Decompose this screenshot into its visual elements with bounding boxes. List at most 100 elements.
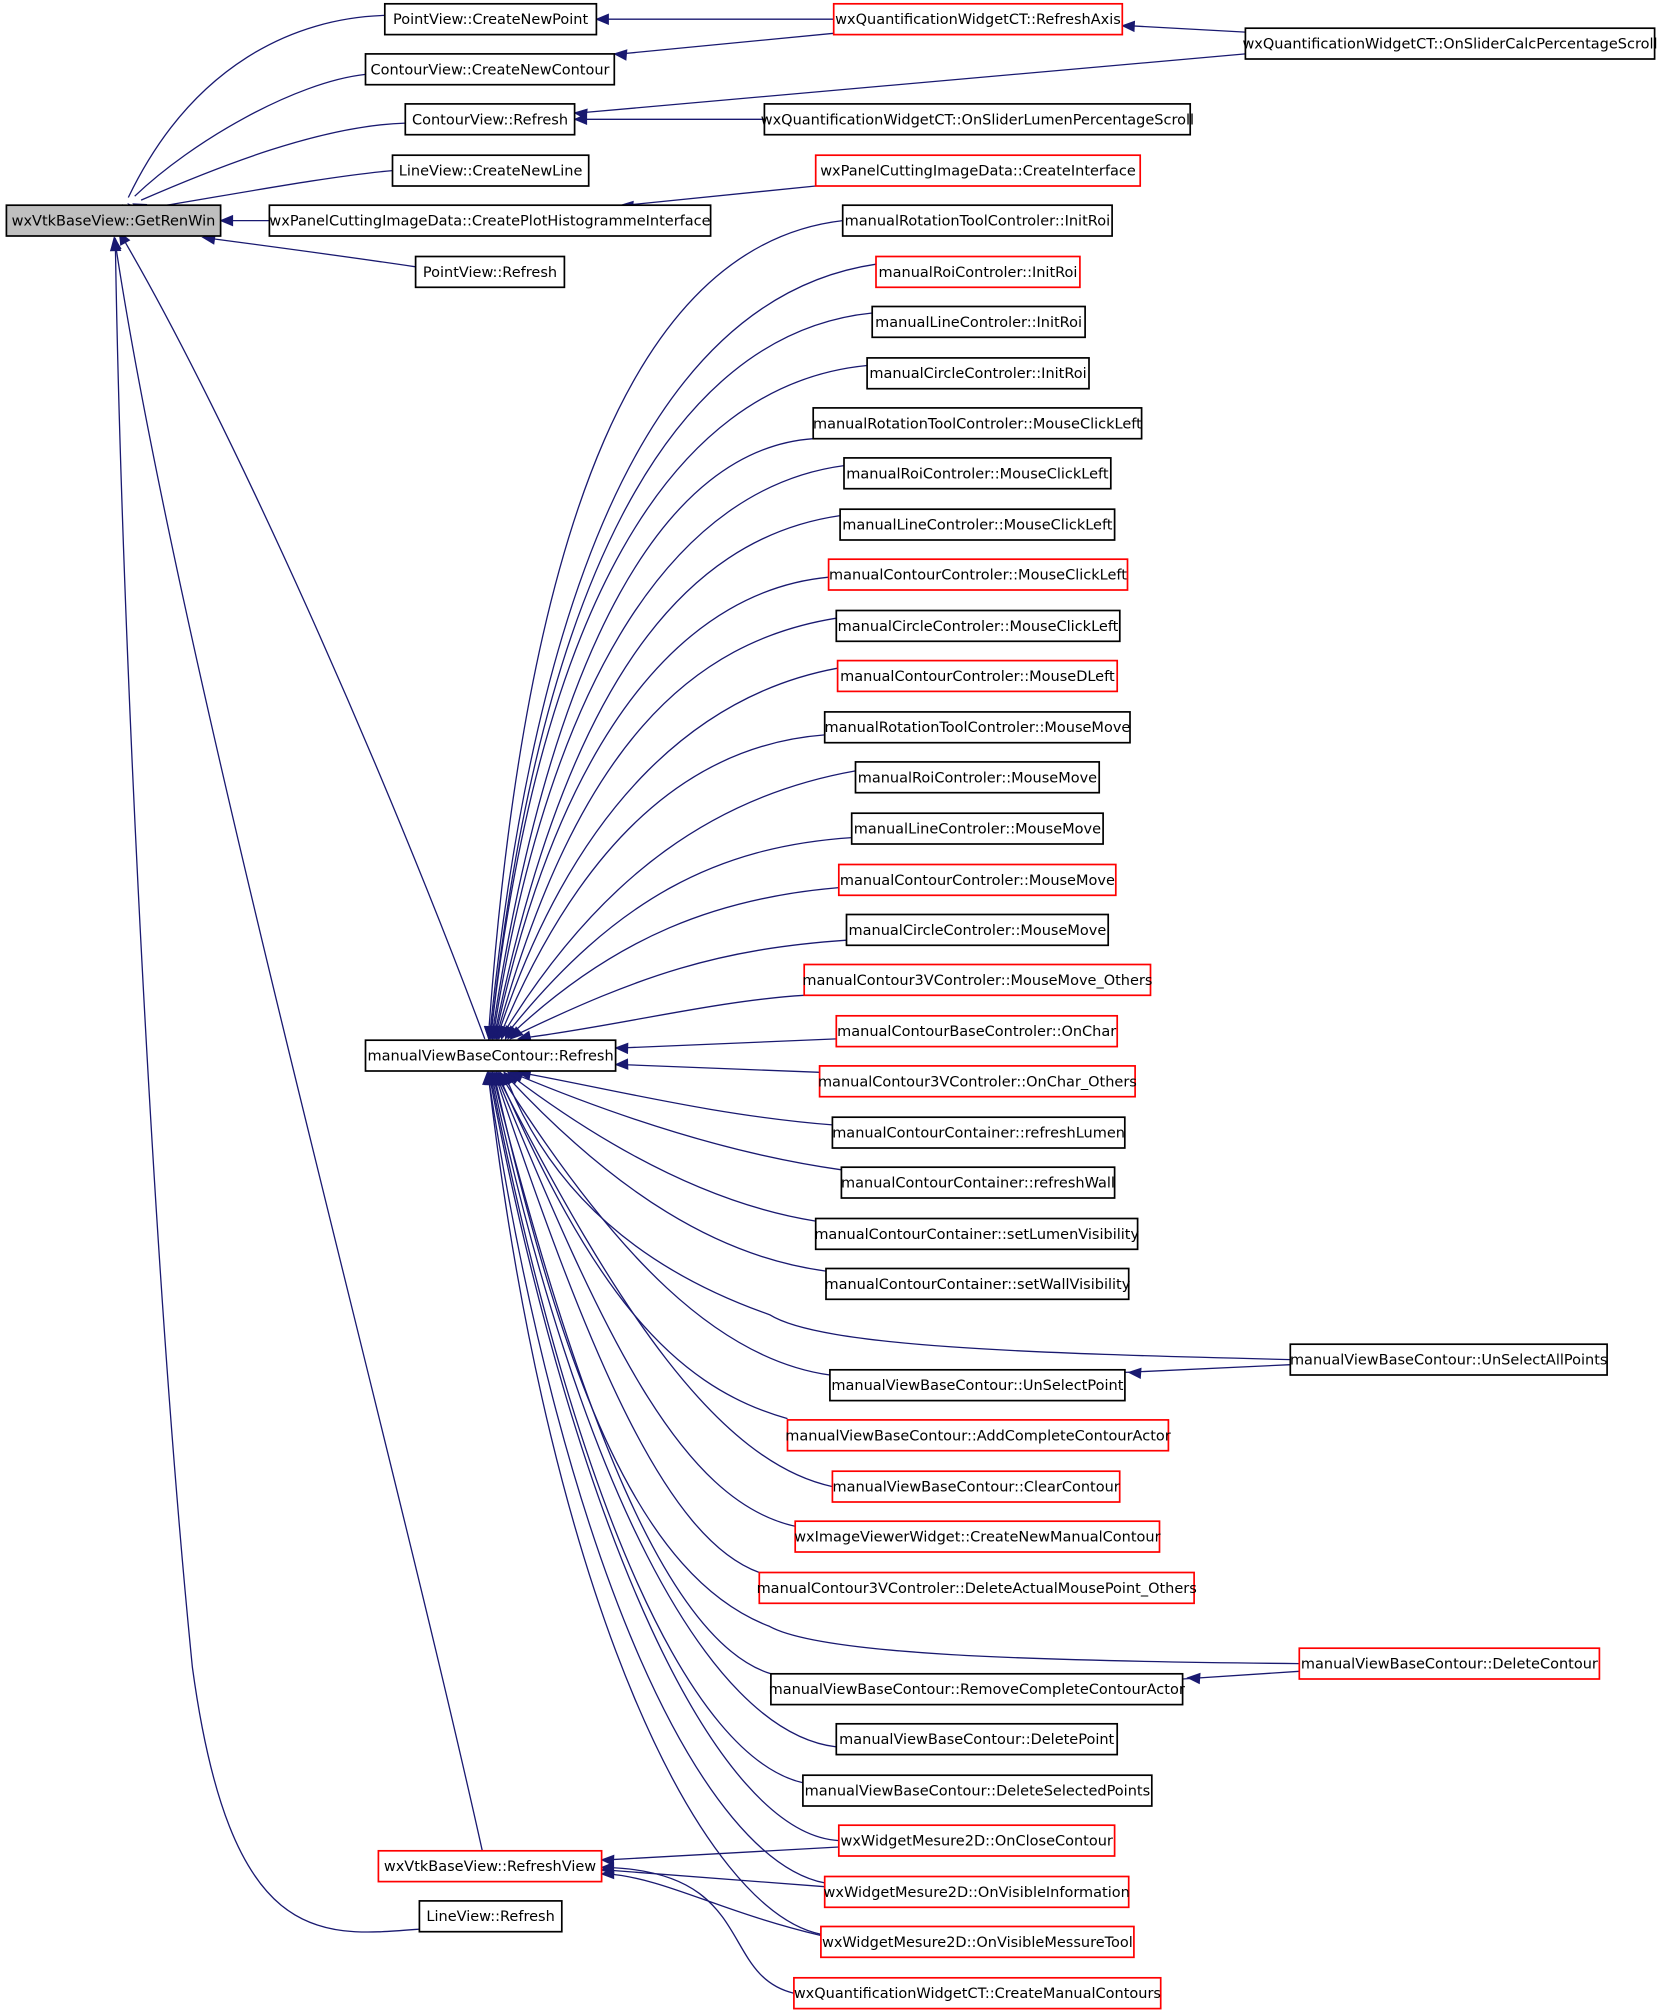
node-mrtc-mm[interactable]: manualRotationToolControler::MouseMove (823, 711, 1131, 744)
node-pv-refresh[interactable]: PointView::Refresh (414, 255, 566, 289)
node-mvbc-deleteselected[interactable]: manualViewBaseContour::DeleteSelectedPoi… (802, 1774, 1153, 1807)
node-box[interactable] (841, 204, 1113, 237)
node-mrtc-initroi[interactable]: manualRotationToolControler::InitRoi (841, 204, 1113, 237)
node-box[interactable] (836, 659, 1119, 693)
node-box[interactable] (832, 2, 1124, 36)
node-box[interactable] (758, 1571, 1195, 1605)
node-mline-mcl[interactable]: manualLineControler::MouseClickLeft (839, 508, 1116, 541)
node-box[interactable] (823, 1875, 1130, 1909)
node-wxwm-onvismesure[interactable]: wxWidgetMesure2D::OnVisibleMessureTool (820, 1925, 1135, 1959)
node-mc3v-dampo[interactable]: manualContour3VControler::DeleteActualMo… (757, 1571, 1197, 1605)
node-box[interactable] (803, 963, 1152, 997)
node-box[interactable] (829, 1368, 1126, 1402)
node-box[interactable] (418, 1900, 563, 1933)
node-box[interactable] (814, 1217, 1139, 1251)
node-wxq-refreshaxis[interactable]: wxQuantificationWidgetCT::RefreshAxis (832, 2, 1124, 36)
node-mcont-mm[interactable]: manualContourControler::MouseMove (837, 863, 1117, 897)
node-mcirc-mm[interactable]: manualCircleControler::MouseMove (845, 913, 1110, 947)
node-box[interactable] (820, 1925, 1135, 1959)
node-box[interactable] (825, 1267, 1130, 1301)
node-box[interactable] (837, 863, 1117, 897)
node-box[interactable] (814, 154, 1142, 187)
node-wxwm-onclosecontour[interactable]: wxWidgetMesure2D::OnCloseContour (837, 1824, 1116, 1857)
node-lv-refresh[interactable]: LineView::Refresh (418, 1900, 563, 1933)
node-box[interactable] (827, 558, 1129, 591)
node-mcc-setlumenvis[interactable]: manualContourContainer::setLumenVisibili… (814, 1217, 1139, 1251)
node-mrtc-mcl[interactable]: manualRotationToolControler::MouseClickL… (812, 407, 1143, 440)
node-cv-refresh[interactable]: ContourView::Refresh (404, 103, 576, 136)
node-lv-createnewline[interactable]: LineView::CreateNewLine (391, 154, 590, 187)
node-box[interactable] (5, 204, 222, 237)
node-mvbc-deletecontour[interactable]: manualViewBaseContour::DeleteContour (1298, 1647, 1601, 1680)
node-mvbc-removecca[interactable]: manualViewBaseContour::RemoveCompleteCon… (769, 1672, 1185, 1706)
node-wxq-onsliderlumen[interactable]: wxQuantificationWidgetCT::OnSliderLumenP… (761, 103, 1194, 136)
node-box[interactable] (875, 255, 1081, 289)
node-mc3v-oco[interactable]: manualContour3VControler::OnChar_Others (818, 1065, 1137, 1098)
node-box[interactable] (871, 305, 1086, 339)
node-mcbc-onchar[interactable]: manualContourBaseControler::OnChar (835, 1014, 1119, 1048)
node-mvbc-unselectallpoints[interactable]: manualViewBaseContour::UnSelectAllPoints (1289, 1343, 1608, 1376)
node-mroi-initroi[interactable]: manualRoiControler::InitRoi (875, 255, 1081, 289)
node-mcirc-mcl[interactable]: manualCircleControler::MouseClickLeft (835, 609, 1121, 643)
node-box[interactable] (812, 407, 1143, 440)
node-box[interactable] (794, 1520, 1161, 1553)
node-box[interactable] (850, 812, 1104, 845)
node-box[interactable] (364, 53, 616, 86)
node-box[interactable] (770, 1672, 1184, 1706)
node-wxq-onslidercalc[interactable]: wxQuantificationWidgetCT::OnSliderCalcPe… (1242, 27, 1658, 60)
node-mline-mm[interactable]: manualLineControler::MouseMove (850, 812, 1104, 845)
node-mroi-mm[interactable]: manualRoiControler::MouseMove (854, 761, 1101, 794)
node-box[interactable] (377, 1849, 603, 1883)
node-box[interactable] (835, 609, 1121, 643)
node-box[interactable] (845, 913, 1110, 947)
node-box[interactable] (837, 1824, 1116, 1857)
node-wxpc-createinterface[interactable]: wxPanelCuttingImageData::CreateInterface (814, 154, 1142, 187)
node-mcont-mcl[interactable]: manualContourControler::MouseClickLeft (827, 558, 1129, 591)
node-box[interactable] (1298, 1647, 1601, 1680)
node-box[interactable] (854, 761, 1101, 794)
node-mcc-setwallvis[interactable]: manualContourContainer::setWallVisibilit… (824, 1267, 1131, 1301)
node-box[interactable] (383, 2, 598, 36)
node-wxpc-createplothist[interactable]: wxPanelCuttingImageData::CreatePlotHisto… (268, 204, 712, 237)
node-box[interactable] (843, 457, 1112, 490)
node-box[interactable] (1244, 27, 1656, 60)
node-box[interactable] (414, 255, 566, 289)
node-box[interactable] (364, 1039, 617, 1072)
node-box[interactable] (831, 1470, 1121, 1503)
node-mline-initroi[interactable]: manualLineControler::InitRoi (871, 305, 1086, 339)
node-mvbc-clearcontour[interactable]: manualViewBaseContour::ClearContour (831, 1470, 1121, 1503)
node-mvbc-unselectpoint[interactable]: manualViewBaseContour::UnSelectPoint (829, 1368, 1126, 1402)
node-box[interactable] (840, 1166, 1116, 1199)
node-box[interactable] (835, 1722, 1119, 1756)
node-box[interactable] (786, 1419, 1170, 1452)
node-mcc-refreshlumen[interactable]: manualContourContainer::refreshLumen (831, 1116, 1126, 1149)
node-box[interactable] (835, 1014, 1119, 1048)
node-root[interactable]: wxVtkBaseView::GetRenWin (5, 204, 222, 237)
node-mc3v-mmo[interactable]: manualContour3VControler::MouseMove_Othe… (802, 963, 1152, 997)
node-mcirc-initroi[interactable]: manualCircleControler::InitRoi (866, 357, 1090, 390)
node-mroi-mcl[interactable]: manualRoiControler::MouseClickLeft (843, 457, 1112, 490)
node-box[interactable] (866, 357, 1090, 390)
node-box[interactable] (802, 1774, 1153, 1807)
node-wxvtk-refreshview[interactable]: wxVtkBaseView::RefreshView (377, 1849, 603, 1883)
node-cv-createnewcontour[interactable]: ContourView::CreateNewContour (364, 53, 616, 86)
node-mcont-mdl[interactable]: manualContourControler::MouseDLeft (836, 659, 1119, 693)
node-box[interactable] (404, 103, 576, 136)
node-mvbc-deletepoint[interactable]: manualViewBaseContour::DeletePoint (835, 1722, 1119, 1756)
node-mvbc-addcca[interactable]: manualViewBaseContour::AddCompleteContou… (785, 1419, 1171, 1452)
node-box[interactable] (793, 1976, 1162, 2010)
node-mvbc-refresh[interactable]: manualViewBaseContour::Refresh (364, 1039, 617, 1072)
node-wxq-createmanual[interactable]: wxQuantificationWidgetCT::CreateManualCo… (793, 1976, 1162, 2010)
node-box[interactable] (391, 154, 590, 187)
node-mcc-refreshwall[interactable]: manualContourContainer::refreshWall (840, 1166, 1116, 1199)
node-box[interactable] (268, 204, 712, 237)
node-box[interactable] (839, 508, 1116, 541)
node-wxwm-onvisinfo[interactable]: wxWidgetMesure2D::OnVisibleInformation (823, 1875, 1130, 1909)
node-box[interactable] (763, 103, 1192, 136)
node-wxiv-cnmc[interactable]: wxImageViewerWidget::CreateNewManualCont… (794, 1520, 1161, 1553)
node-box[interactable] (823, 711, 1131, 744)
node-box[interactable] (818, 1065, 1136, 1098)
node-pv-createnewpoint[interactable]: PointView::CreateNewPoint (383, 2, 598, 36)
node-box[interactable] (831, 1116, 1126, 1149)
node-box[interactable] (1289, 1343, 1608, 1376)
